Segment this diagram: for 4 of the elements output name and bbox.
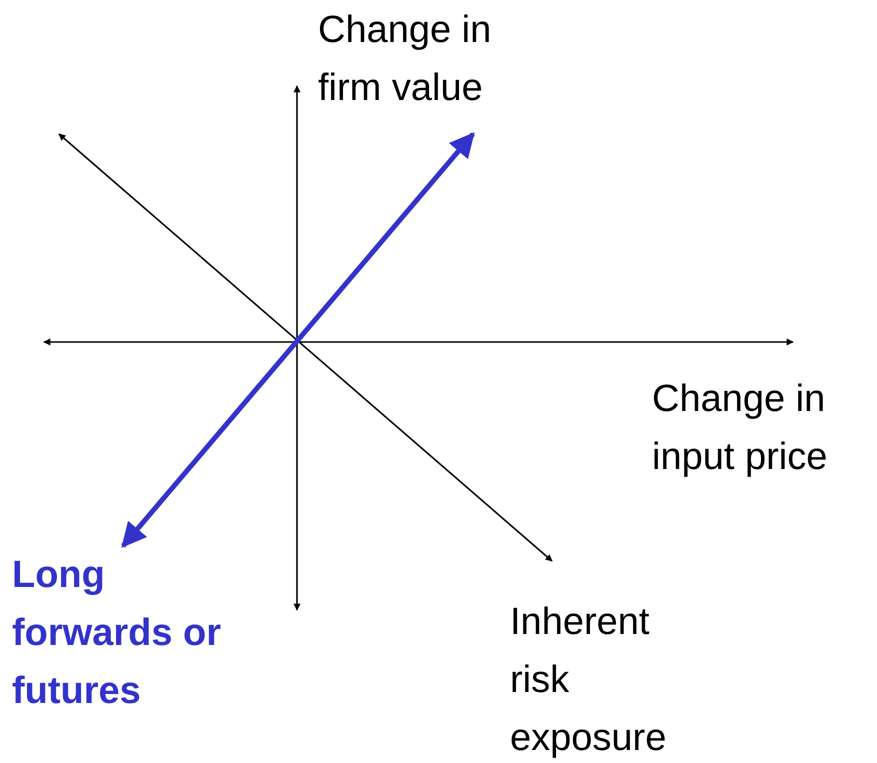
line-label: Long forwards or futures <box>12 553 222 714</box>
line-label: Inherent risk exposure <box>510 600 668 761</box>
axis-label: Change in firm value <box>318 8 492 111</box>
axis-label: Change in input price <box>652 377 828 480</box>
